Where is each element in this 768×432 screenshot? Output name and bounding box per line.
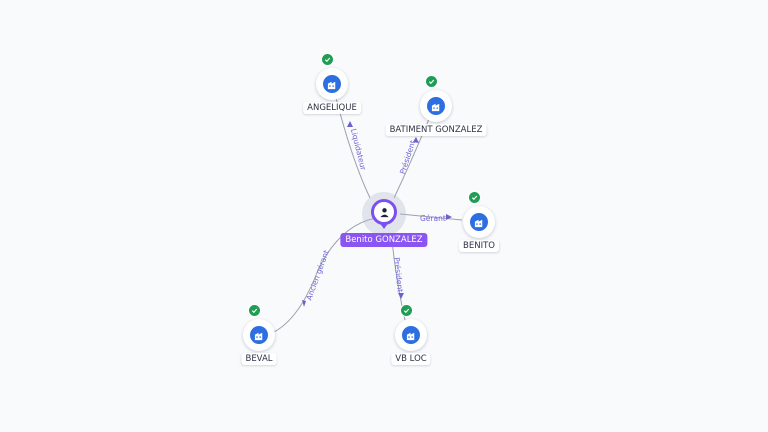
edge-label-batiment: Président — [398, 139, 417, 175]
node-angelique-label: ANGELIQUE — [303, 102, 361, 114]
person-pin-tip — [379, 222, 389, 229]
edge-batiment — [393, 111, 433, 199]
edge-arrow-batiment — [413, 137, 419, 143]
node-batiment-label: BATIMENT GONZALEZ — [385, 124, 487, 136]
node-benito-label: BENITO — [459, 240, 499, 252]
node-batiment-circle[interactable] — [420, 75, 452, 122]
company-building-icon — [470, 213, 488, 231]
company-building-icon — [427, 97, 445, 115]
edge-label-beval: Ancien gérant — [304, 249, 330, 302]
verified-check-icon — [248, 304, 261, 317]
verified-check-icon — [321, 53, 334, 66]
company-building-icon — [250, 326, 268, 344]
edge-beval — [273, 217, 377, 333]
edge-arrow-benito — [446, 214, 452, 220]
node-beval-label: BEVAL — [241, 353, 277, 365]
person-name-label: Benito GONZALEZ — [340, 233, 428, 247]
person-pin[interactable] — [371, 199, 397, 225]
person-icon — [379, 207, 389, 217]
edge-arrow-beval — [302, 300, 306, 307]
verified-check-icon — [425, 75, 438, 88]
edge-benito — [399, 213, 463, 221]
edge-label-angelique: Liquidateur — [349, 128, 368, 172]
node-vbloc-label: VB LOC — [391, 353, 431, 365]
edge-arrow-angelique — [347, 121, 353, 127]
edge-label-vbloc: Président — [392, 257, 405, 293]
verified-check-icon — [468, 191, 481, 204]
company-building-icon — [402, 326, 420, 344]
verified-check-icon — [400, 304, 413, 317]
edge-arrow-vbloc — [398, 293, 404, 299]
edge-label-benito: Gérant — [420, 214, 446, 223]
node-beval-circle[interactable] — [243, 304, 275, 351]
node-angelique-circle[interactable] — [316, 53, 348, 100]
company-building-icon — [323, 75, 341, 93]
node-vbloc-circle[interactable] — [395, 304, 427, 351]
node-benito-circle[interactable] — [463, 191, 495, 238]
